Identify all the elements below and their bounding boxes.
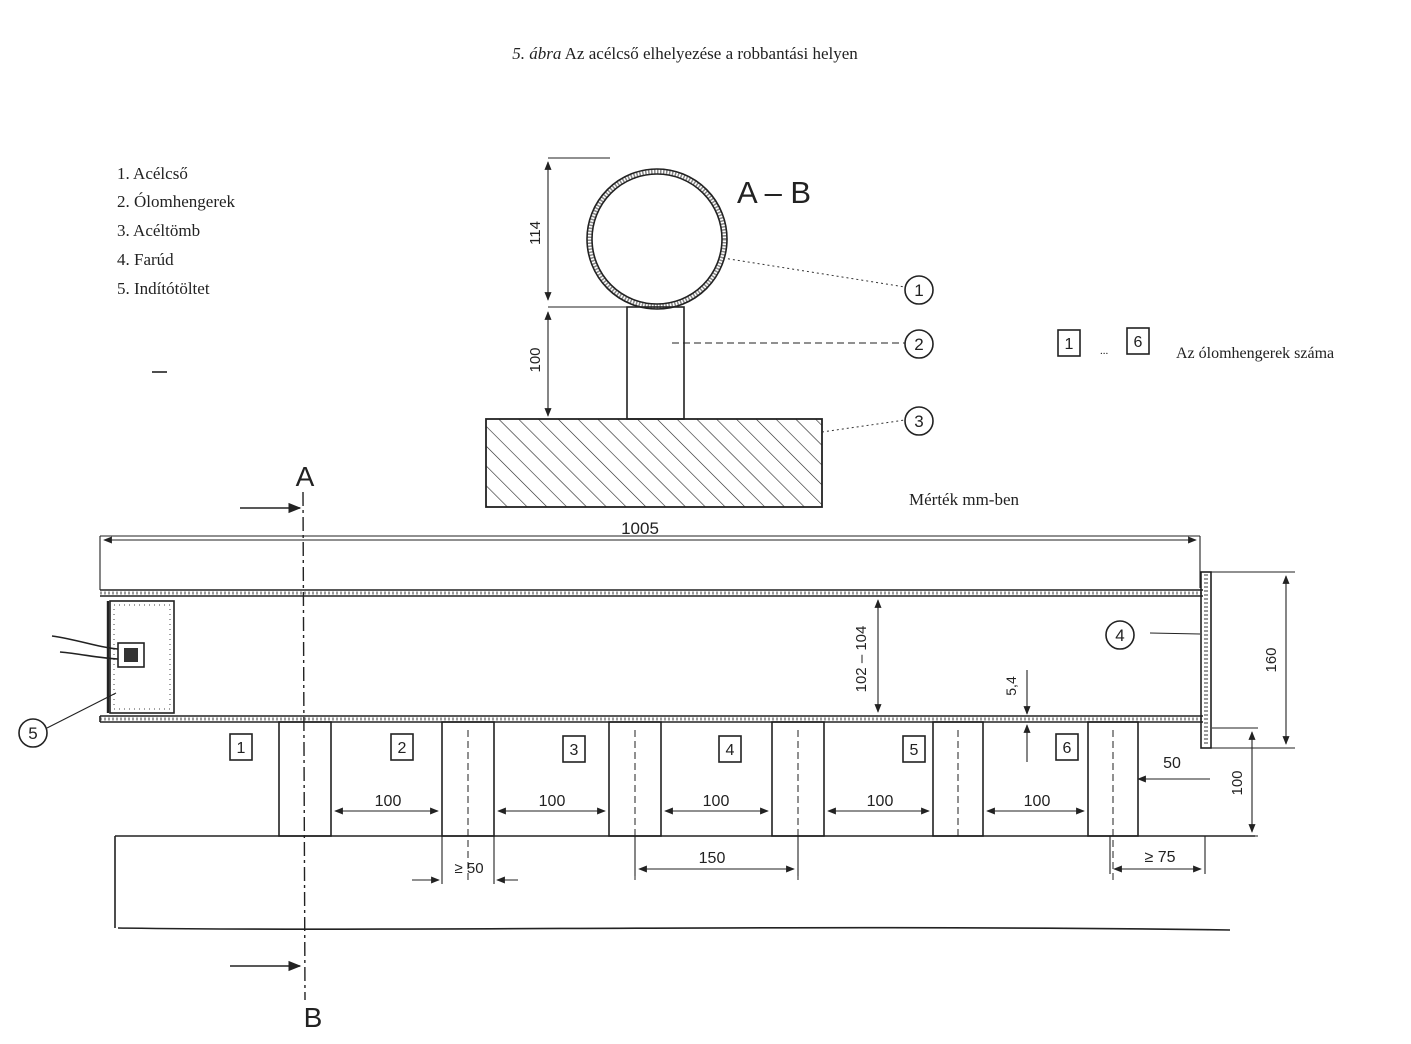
cylinder-number: 2 (398, 740, 407, 757)
dim-114: 114 (527, 221, 544, 245)
svg-text:...: ... (1100, 345, 1109, 357)
legend-item: 5. Indítótöltet (117, 279, 210, 298)
numbering-note: 1 ... 6 Az ólomhengerek száma (1057, 327, 1334, 362)
cylinder-numbers: 1 2 3 4 5 6 (229, 733, 1079, 763)
dim-1005: 1005 (621, 519, 659, 538)
dim-50-bottom: ≥ 50 (454, 860, 483, 877)
wooden-rod (1200, 571, 1212, 749)
dim-50-right: 50 (1163, 755, 1181, 772)
steel-block-section (485, 418, 823, 508)
dim-160: 160 (1263, 647, 1280, 672)
dim-75: ≥ 75 (1144, 849, 1175, 866)
svg-text:1: 1 (1065, 336, 1074, 353)
svg-text:2: 2 (914, 335, 923, 354)
legend-item: 1. Acélcső (117, 164, 188, 183)
section-mark-a: A (296, 461, 315, 492)
callout-4 (1105, 620, 1135, 650)
number-box-first (1057, 329, 1081, 357)
dim-spacing: 100 (703, 793, 730, 810)
section-mark-b: B (304, 1002, 323, 1033)
leader-3 (821, 419, 906, 433)
leader-1 (722, 257, 906, 288)
svg-text:5: 5 (28, 724, 37, 743)
cylinder-number: 4 (726, 742, 735, 759)
cylinder-number: 5 (910, 742, 919, 759)
lead-cylinder-section (626, 306, 685, 420)
number-box-last (1126, 327, 1150, 355)
cylinder-number: 6 (1063, 740, 1072, 757)
callout-3 (904, 406, 934, 436)
dim-102-104: 102 – 104 (853, 626, 870, 693)
section-cut-line (302, 491, 306, 1001)
dim-150: 150 (699, 850, 726, 867)
svg-text:1: 1 (914, 281, 923, 300)
cylinder-number: 3 (570, 742, 579, 759)
pipe-inner (591, 173, 723, 305)
dim-spacing: 100 (375, 793, 402, 810)
dim-100-top: 100 (527, 347, 544, 372)
unit-note: Mérték mm-ben (909, 490, 1019, 509)
callout-5 (18, 718, 48, 748)
section-view: 114 100 A – B 1 2 3 (485, 157, 934, 508)
detonator-wire (51, 635, 119, 660)
figure-caption: 5. ábra Az acélcső elhelyezése a robbant… (512, 44, 858, 63)
pipe-wall (586, 168, 728, 310)
dim-spacing: 100 (1024, 793, 1051, 810)
initiator-charge (109, 600, 175, 714)
cylinder-number: 1 (237, 740, 246, 757)
dim-100-right: 100 (1229, 770, 1246, 795)
svg-text:3: 3 (914, 412, 923, 431)
detonator (117, 642, 145, 668)
legend-item: 3. Acéltömb (117, 221, 200, 240)
legend-item: 2. Ólomhengerek (117, 192, 236, 211)
legend: 1. Acélcső 2. Ólomhengerek 3. Acéltömb 4… (117, 164, 236, 298)
callout-2 (904, 329, 934, 359)
side-view: A B 1005 5 4 (18, 461, 1295, 1033)
callout-1 (904, 275, 934, 305)
leader-4 (1149, 632, 1201, 635)
dim-5-4: 5,4 (1003, 676, 1019, 696)
legend-item: 4. Farúd (117, 250, 174, 269)
section-label: A – B (737, 175, 811, 210)
svg-text:6: 6 (1134, 334, 1143, 351)
svg-text:4: 4 (1115, 626, 1124, 645)
lead-cylinder (278, 721, 332, 837)
dim-spacing: 100 (539, 793, 566, 810)
steel-base-plate (114, 835, 1255, 931)
numbering-note-text: Az ólomhengerek száma (1176, 345, 1334, 362)
dim-spacing: 100 (867, 793, 894, 810)
lead-cylinders (278, 721, 1139, 837)
